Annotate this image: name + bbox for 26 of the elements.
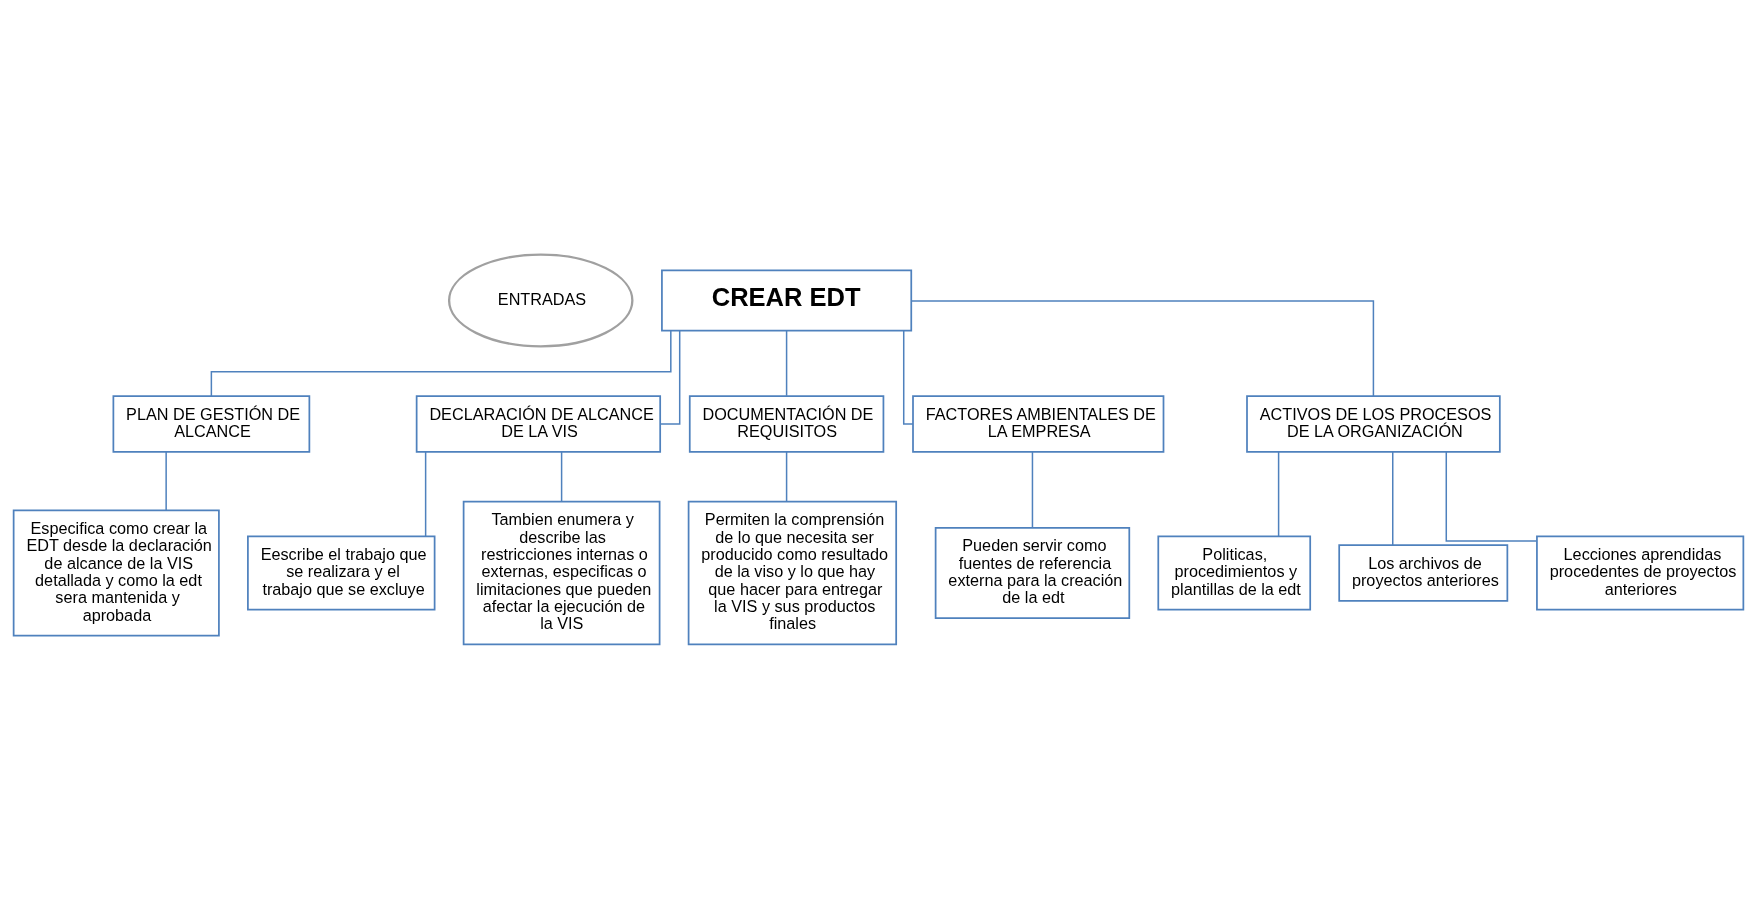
connector (1031, 450, 1033, 528)
node-box: Lecciones aprendidas procedentes de proyectos anteriores (1535, 535, 1744, 610)
node-box: Tambien enumera y describe las restricciones internas o externas, especificas o limitaciones que pueden afectar la ejecución de la VIS (462, 500, 660, 645)
connector (910, 299, 1374, 397)
node-box: Especifica como crear la EDT desde la declaración de alcance de la VIS detallada y como la edt sera mantenida y aprobada (12, 509, 220, 636)
connector (164, 450, 167, 511)
node-box: DECLARACIÓN DE ALCANCE DE LA VIS (415, 394, 661, 453)
connector (902, 329, 914, 425)
node-ellipse: ENTRADAS (447, 253, 633, 347)
node-box: Eescribe el trabajo que se realizara y el trabajo que se excluye (246, 535, 435, 610)
connector (785, 450, 787, 502)
node-box: FACTORES AMBIENTALES DE LA EMPRESA (911, 394, 1164, 453)
node-box: Permiten la comprensión de lo que necesita ser producido como resultado de la viso y lo que hay que hacer para entregar la VIS y sus productos finales (687, 500, 897, 645)
node-box: DOCUMENTACIÓN DE REQUISITOS (688, 394, 884, 453)
node-box: PLAN DE GESTIÓN DE ALCANCE (112, 394, 310, 453)
connector (560, 450, 562, 502)
connector (785, 329, 787, 397)
connector (424, 450, 426, 537)
connector (1391, 450, 1393, 546)
node-box: Politicas, procedimientos y plantillas de la edt (1156, 535, 1311, 610)
connector (1445, 450, 1537, 542)
connector (1277, 450, 1279, 537)
node-box: Los archivos de proyectos anteriores (1337, 543, 1508, 602)
node-box: ACTIVOS DE LOS PROCESOS DE LA ORGANIZACIÓN (1245, 394, 1501, 453)
node-box: Pueden servir como fuentes de referencia externa para la creación de la edt (934, 526, 1130, 619)
node-box: CREAR EDT (660, 268, 912, 331)
